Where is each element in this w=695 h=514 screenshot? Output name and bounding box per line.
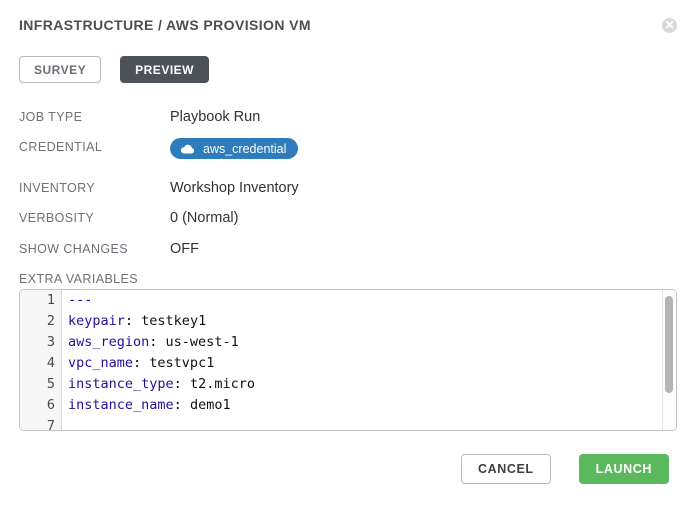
tab-preview[interactable]: PREVIEW: [120, 56, 209, 83]
inventory-label: INVENTORY: [19, 181, 96, 195]
tab-bar: SURVEY PREVIEW: [19, 56, 677, 83]
job-type-label: JOB TYPE: [19, 110, 83, 124]
line-number: 5: [20, 374, 62, 395]
tab-survey[interactable]: SURVEY: [19, 56, 102, 83]
editor-line[interactable]: 7: [20, 416, 676, 430]
editor-scrollbar-track[interactable]: [662, 290, 676, 430]
job-type-value: Playbook Run: [170, 109, 261, 125]
line-content: [62, 416, 68, 430]
extra-variables-label: EXTRA VARIABLES: [19, 272, 139, 286]
job-details: JOB TYPE Playbook Run CREDENTIAL aws_cre…: [19, 108, 677, 258]
close-icon[interactable]: ✕: [662, 18, 677, 33]
credential-label: CREDENTIAL: [19, 140, 103, 154]
line-number: 1: [20, 290, 62, 311]
credential-badge[interactable]: aws_credential: [170, 138, 299, 159]
line-content: instance_type: t2.micro: [68, 376, 255, 392]
editor-scrollbar-thumb[interactable]: [665, 296, 673, 393]
detail-row-inventory: INVENTORY Workshop Inventory: [19, 179, 677, 197]
inventory-value: Workshop Inventory: [170, 180, 299, 196]
detail-row-credential: CREDENTIAL aws_credential: [19, 138, 677, 159]
editor-line[interactable]: 4 vpc_name: testvpc1: [20, 353, 676, 374]
editor-line[interactable]: 1 ---: [20, 290, 676, 311]
extra-variables-editor[interactable]: 1 --- 2 keypair: testkey1 3 aws_region: us-we…: [19, 289, 677, 431]
line-number: 3: [20, 332, 62, 353]
line-content: keypair: testkey1: [68, 313, 207, 329]
editor-line[interactable]: 6 instance_name: demo1: [20, 395, 676, 416]
line-content: instance_name: demo1: [68, 397, 231, 413]
line-number: 6: [20, 395, 62, 416]
detail-row-show-changes: SHOW CHANGES OFF: [19, 240, 677, 258]
page-title: INFRASTRUCTURE / AWS PROVISION VM: [19, 17, 311, 33]
line-number: 2: [20, 311, 62, 332]
editor-line[interactable]: 5 instance_type: t2.micro: [20, 374, 676, 395]
credential-badge-label: aws_credential: [203, 141, 287, 156]
line-number: 4: [20, 353, 62, 374]
line-number: 7: [20, 416, 62, 430]
line-content: aws_region: us-west-1: [68, 334, 239, 350]
editor-lines: 1 --- 2 keypair: testkey1 3 aws_region: us-we…: [20, 290, 676, 430]
cancel-button[interactable]: CANCEL: [460, 454, 551, 484]
show-changes-value: OFF: [170, 241, 199, 257]
verbosity-label: VERBOSITY: [19, 211, 95, 225]
show-changes-label: SHOW CHANGES: [19, 242, 128, 256]
line-content: ---: [68, 292, 93, 308]
verbosity-value: 0 (Normal): [170, 210, 239, 226]
editor-line[interactable]: 2 keypair: testkey1: [20, 311, 676, 332]
modal-header: INFRASTRUCTURE / AWS PROVISION VM ✕: [19, 17, 677, 34]
detail-row-job-type: JOB TYPE Playbook Run: [19, 108, 677, 126]
line-content: vpc_name: testvpc1: [68, 355, 215, 371]
cloud-icon: [180, 144, 195, 154]
launch-button[interactable]: LAUNCH: [578, 454, 669, 484]
editor-line[interactable]: 3 aws_region: us-west-1: [20, 332, 676, 353]
modal-footer: CANCEL LAUNCH: [19, 454, 677, 484]
detail-row-verbosity: VERBOSITY 0 (Normal): [19, 209, 677, 227]
